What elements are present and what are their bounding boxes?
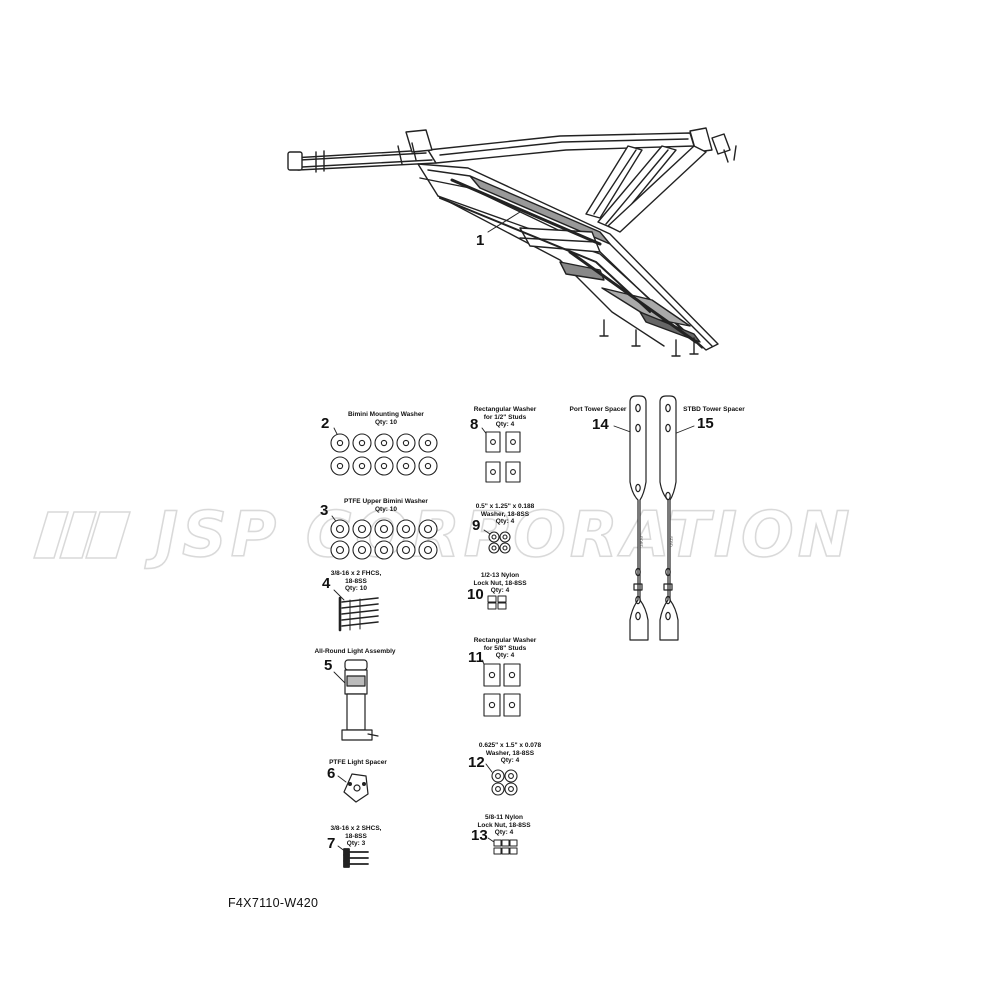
label-2-line-2: Qty: 10 [374, 418, 398, 426]
callout-12: 12 [468, 754, 485, 771]
label-9-line-2: Washer, 18-8SS [480, 510, 530, 518]
stbd-spacer-mark: STBD [669, 536, 674, 547]
label-4-line-2: 18-8SS [345, 577, 367, 585]
label-13: 5/8-11 Nylon Lock Nut, 18-8SS Qty: 4 [474, 814, 534, 837]
five-eighths-washers [485, 763, 518, 796]
label-9: 0.5" x 1.25" x 0.188 Washer, 18-8SS Qty:… [465, 503, 545, 526]
rect-washers-five-eighths [481, 659, 521, 717]
callout-5: 5 [324, 657, 333, 674]
half-inch-washers [483, 529, 511, 554]
label-13-line-1: 5/8-11 Nylon [485, 814, 523, 821]
label-11: Rectangular Washer for 5/8" Studs Qty: 4 [465, 637, 545, 660]
stbd-tower-spacer [659, 395, 695, 641]
label-13-line-2: Lock Nut, 18-8SS [477, 821, 531, 829]
label-12-line-1: 0.625" x 1.5" x 0.078 [478, 742, 542, 749]
label-2-line-1: Bimini Mounting Washer [348, 411, 424, 418]
half-inch-lock-nuts [487, 595, 507, 610]
callout-14: 14 [592, 416, 609, 433]
callout-2: 2 [321, 415, 330, 432]
label-11-line-3: Qty: 4 [495, 652, 515, 659]
drawing-code: F4X7110-W420 [228, 896, 319, 910]
label-7-line-2: 18-8SS [345, 832, 367, 840]
callout-7: 7 [327, 835, 336, 852]
bimini-mounting-washers [330, 427, 438, 476]
label-14-line-1: Port Tower Spacer [569, 406, 627, 413]
label-8-line-2: for 1/2" Studs [483, 413, 527, 421]
label-7-line-1: 3/8-16 x 2 SHCS, [330, 825, 382, 832]
label-4-line-3: Qty: 10 [344, 585, 368, 592]
fhcs-screws [333, 589, 379, 632]
label-5-line-1: All-Round Light Assembly [314, 648, 396, 655]
jsp-logo-icon [32, 511, 132, 559]
callout-11: 11 [468, 649, 484, 666]
label-11-line-1: Rectangular Washer [473, 637, 537, 644]
ptfe-bimini-washers [330, 515, 438, 560]
label-6-line-1: PTFE Light Spacer [329, 759, 387, 766]
callout-15: 15 [697, 415, 714, 432]
label-4: 3/8-16 x 2 FHCS, 18-8SS Qty: 10 [316, 570, 396, 593]
port-tower-spacer [613, 395, 649, 641]
label-12: 0.625" x 1.5" x 0.078 Washer, 18-8SS Qty… [470, 742, 550, 765]
label-11-line-2: for 5/8" Studs [483, 644, 527, 652]
label-8-line-3: Qty: 4 [495, 421, 515, 428]
rect-washers-half [481, 427, 521, 483]
callout-8: 8 [470, 416, 479, 433]
label-8: Rectangular Washer for 1/2" Studs Qty: 4 [465, 406, 545, 429]
label-10-line-2: Lock Nut, 18-8SS [473, 579, 527, 587]
label-10-line-1: 1/2-13 Nylon [480, 572, 520, 579]
all-round-light [333, 659, 379, 741]
label-8-line-1: Rectangular Washer [473, 406, 537, 413]
label-10-line-3: Qty: 4 [490, 587, 510, 594]
tower-assembly [287, 127, 737, 357]
label-12-line-3: Qty: 4 [500, 757, 520, 764]
label-9-line-3: Qty: 4 [495, 518, 515, 525]
callout-10: 10 [467, 586, 484, 603]
label-3-line-1: PTFE Upper Bimini Washer [344, 498, 428, 505]
label-3: PTFE Upper Bimini Washer Qty: 10 [326, 498, 446, 513]
label-7: 3/8-16 x 2 SHCS, 18-8SS Qty: 3 [316, 825, 396, 848]
label-4-line-1: 3/8-16 x 2 FHCS, [330, 570, 382, 577]
label-6: PTFE Light Spacer [318, 759, 398, 767]
label-12-line-2: Washer, 18-8SS [485, 749, 535, 757]
callout-13: 13 [471, 827, 488, 844]
callout-6: 6 [327, 765, 336, 782]
ptfe-light-spacer [337, 773, 369, 803]
label-9-line-1: 0.5" x 1.25" x 0.188 [475, 503, 535, 510]
label-13-line-3: Qty: 4 [494, 829, 514, 836]
label-15-line-1: STBD Tower Spacer [683, 406, 745, 413]
label-3-line-2: Qty: 10 [374, 505, 398, 513]
shcs-screws [337, 845, 369, 868]
callout-3: 3 [320, 502, 329, 519]
label-5: All-Round Light Assembly [305, 648, 405, 656]
label-15: STBD Tower Spacer [674, 406, 754, 414]
five-eighths-lock-nuts [487, 837, 518, 855]
callout-1: 1 [476, 232, 485, 249]
callout-4: 4 [322, 575, 331, 592]
label-10: 1/2-13 Nylon Lock Nut, 18-8SS Qty: 4 [470, 572, 530, 595]
label-14: Port Tower Spacer [558, 406, 638, 414]
label-2: Bimini Mounting Washer Qty: 10 [326, 411, 446, 426]
label-7-line-3: Qty: 3 [346, 840, 366, 847]
callout-9: 9 [472, 517, 481, 534]
port-spacer-mark: PORT [639, 536, 644, 548]
